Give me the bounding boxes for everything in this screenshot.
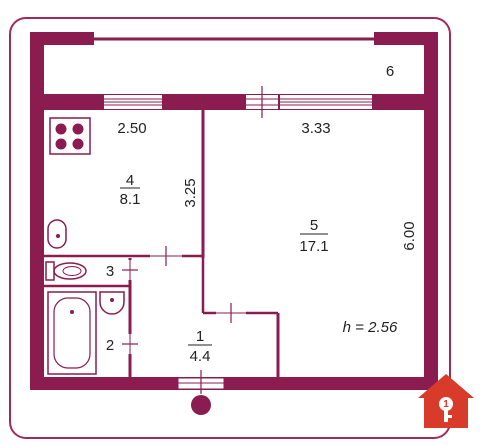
door-bathroom bbox=[122, 334, 138, 354]
door-toilet bbox=[122, 260, 138, 280]
room-3-number: 3 bbox=[106, 263, 114, 280]
frame-border bbox=[9, 17, 451, 439]
room-1-area: 4.4 bbox=[190, 348, 211, 365]
room-4-area: 8.1 bbox=[120, 191, 141, 208]
walls bbox=[30, 94, 438, 390]
balcony-door bbox=[246, 86, 278, 118]
interior-walls bbox=[44, 110, 280, 377]
kitchen-depth-dimension: 3.25 bbox=[182, 178, 199, 207]
room-4-number: 4 bbox=[126, 172, 134, 189]
window-kitchen bbox=[104, 95, 162, 109]
door-kitchen bbox=[150, 246, 182, 266]
ceiling-height: h = 2.56 bbox=[343, 319, 398, 336]
sink-icon bbox=[47, 219, 67, 249]
window-living bbox=[280, 95, 372, 109]
room-6-number: 6 bbox=[386, 63, 394, 80]
entrance-marker bbox=[191, 395, 211, 415]
entrance-door bbox=[177, 370, 225, 394]
toilet-icon bbox=[45, 261, 87, 281]
balcony bbox=[30, 32, 438, 110]
room-5-area: 17.1 bbox=[299, 238, 328, 255]
living-width-dimension: 3.33 bbox=[301, 120, 330, 137]
washbasin-icon bbox=[99, 291, 125, 315]
room-2-number: 2 bbox=[106, 337, 114, 354]
room-1-number: 1 bbox=[196, 328, 204, 345]
bathtub-icon bbox=[47, 291, 97, 375]
living-depth-dimension: 6.00 bbox=[401, 221, 418, 250]
room-5-number: 5 bbox=[310, 217, 318, 234]
door-living bbox=[216, 303, 246, 323]
stove-icon bbox=[49, 117, 91, 155]
house-key-icon: 1 bbox=[418, 374, 474, 428]
kitchen-width-dimension: 2.50 bbox=[117, 120, 146, 137]
logo-label: 1 bbox=[443, 399, 449, 410]
